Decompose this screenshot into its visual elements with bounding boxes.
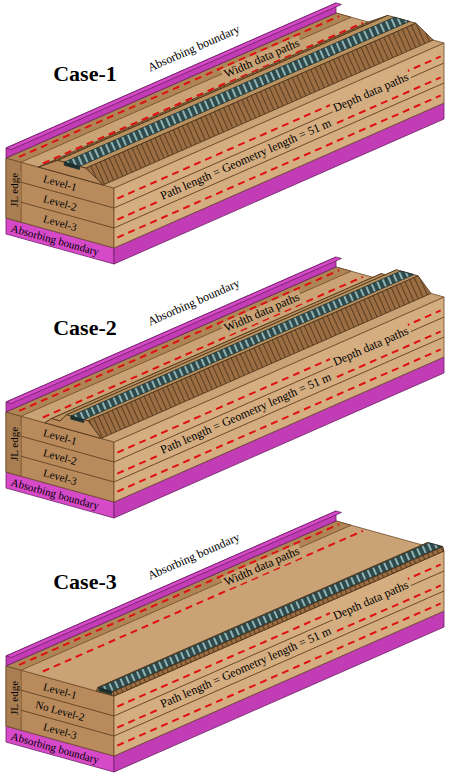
- data-path-label: Depth data paths: [329, 578, 412, 625]
- depth-data-path: [117, 310, 440, 452]
- jl-edge-strip: [6, 412, 21, 476]
- edge-label: JL edge: [7, 679, 20, 717]
- jl-edge-strip: [6, 666, 21, 730]
- level-label: Level-2: [40, 192, 80, 214]
- jl-edge-strip: [6, 158, 21, 222]
- railway-track: [99, 543, 442, 692]
- level-label: Level-1: [40, 172, 80, 194]
- dimension-label: Path length = Geometry length = 51 m: [157, 116, 336, 205]
- case-title: Case-3: [51, 569, 119, 594]
- depth-data-path: [117, 349, 440, 491]
- depth-data-path: [117, 585, 440, 727]
- edge-label: JL edge: [7, 171, 20, 209]
- absorbing-wall: [6, 3, 341, 150]
- width-data-path: [43, 23, 363, 164]
- railway-track: [64, 162, 79, 169]
- data-path-label: Width data paths: [220, 290, 303, 337]
- edge-label: JL edge: [7, 425, 20, 463]
- width-data-path: [43, 531, 363, 672]
- data-path-label: Depth data paths: [329, 324, 412, 371]
- depth-data-path: [117, 564, 440, 706]
- railway-track: [99, 688, 112, 695]
- data-path-label: Width data paths: [220, 36, 303, 83]
- depth-data-path: [117, 77, 440, 219]
- depth-data-path: [117, 603, 440, 745]
- embankment-slope: [98, 543, 443, 692]
- level-label: No Level-2: [32, 698, 88, 725]
- case-title: Case-1: [51, 61, 119, 86]
- depth-data-path: [117, 331, 440, 473]
- level-label: Level-1: [40, 680, 80, 702]
- level-label: Level-2: [40, 446, 80, 468]
- dimension-label: Path length = Geometry length = 51 m: [157, 624, 336, 713]
- data-path-label: Width data paths: [220, 544, 303, 591]
- depth-data-path: [117, 95, 440, 237]
- embankment-slope: [58, 15, 416, 168]
- width-data-path: [43, 277, 363, 418]
- depth-data-path: [117, 56, 440, 198]
- railway-track: [71, 416, 84, 423]
- level-label: Level-1: [40, 426, 80, 448]
- absorbing-wall: [6, 257, 341, 404]
- case-title: Case-2: [51, 315, 119, 340]
- absorbing-wall: [6, 511, 341, 658]
- dimension-label: Path length = Geometry length = 51 m: [157, 370, 336, 459]
- data-path-label: Depth data paths: [329, 70, 412, 117]
